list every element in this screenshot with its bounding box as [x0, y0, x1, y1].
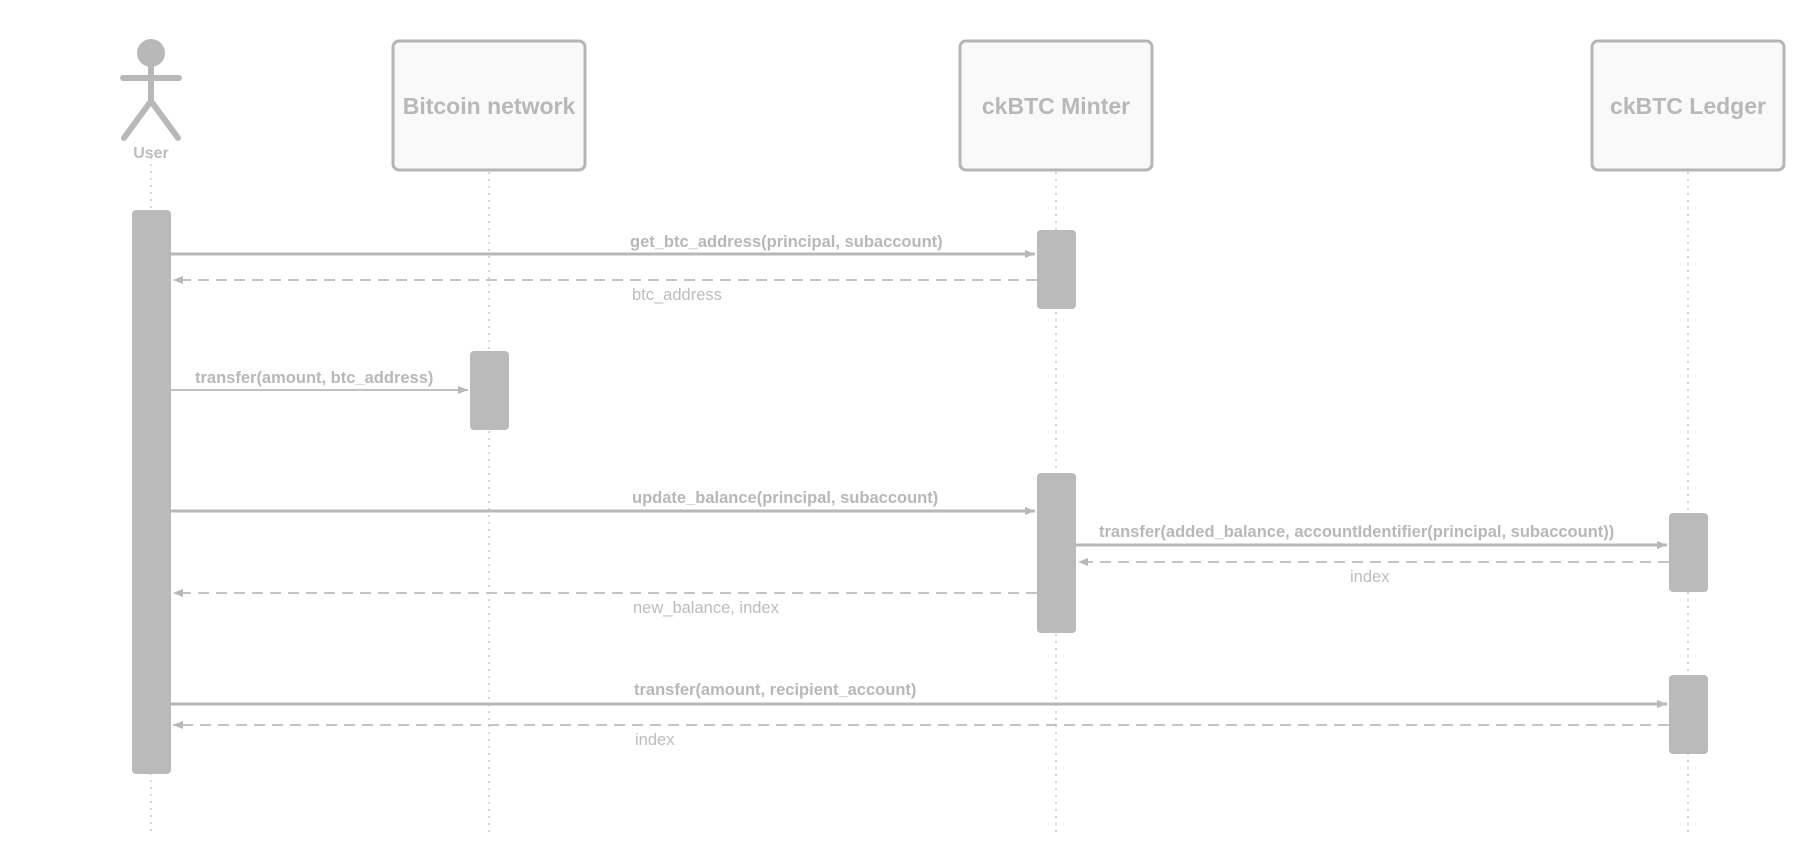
- message-label-transfer-added-balance: transfer(added_balance, accountIdentifie…: [1099, 523, 1614, 541]
- reply-label-index-recipient: index: [635, 731, 675, 749]
- activation-ledger-2: [1669, 675, 1708, 754]
- activation-minter-2: [1037, 473, 1076, 633]
- message-label-update-balance: update_balance(principal, subaccount): [632, 489, 938, 507]
- activation-minter-1: [1037, 230, 1076, 309]
- message-label-transfer-btc: transfer(amount, btc_address): [195, 369, 433, 387]
- participant-ckbtc-ledger: ckBTC Ledger: [1590, 39, 1786, 172]
- reply-index-recipient: index: [173, 721, 1669, 749]
- reply-label-new-balance: new_balance, index: [633, 599, 780, 617]
- user-actor-icon: [120, 39, 182, 141]
- actor-label-user: User: [133, 145, 169, 162]
- reply-label-index-ledger: index: [1350, 568, 1390, 586]
- activation-bitcoin: [470, 351, 509, 430]
- reply-btc-address: btc_address: [173, 276, 1037, 304]
- activation-user: [132, 210, 171, 774]
- message-transfer-added-balance: transfer(added_balance, accountIdentifie…: [1076, 523, 1667, 549]
- message-get-btc-address: get_btc_address(principal, subaccount): [171, 233, 1035, 258]
- participant-label-ledger: ckBTC Ledger: [1610, 93, 1766, 119]
- participant-ckbtc-minter: ckBTC Minter: [958, 39, 1154, 172]
- reply-index-ledger: index: [1078, 558, 1669, 586]
- message-label-get-btc-address: get_btc_address(principal, subaccount): [630, 233, 943, 251]
- participant-label-bitcoin: Bitcoin network: [403, 93, 576, 119]
- reply-new-balance: new_balance, index: [173, 589, 1037, 617]
- activation-ledger-1: [1669, 513, 1708, 592]
- reply-label-btc-address: btc_address: [632, 286, 722, 304]
- participant-label-minter: ckBTC Minter: [982, 93, 1130, 119]
- message-update-balance: update_balance(principal, subaccount): [171, 489, 1035, 515]
- message-label-transfer-recipient: transfer(amount, recipient_account): [634, 681, 916, 699]
- message-transfer-btc: transfer(amount, btc_address): [171, 369, 468, 394]
- message-transfer-recipient: transfer(amount, recipient_account): [171, 681, 1667, 708]
- participant-bitcoin-network: Bitcoin network: [391, 39, 587, 172]
